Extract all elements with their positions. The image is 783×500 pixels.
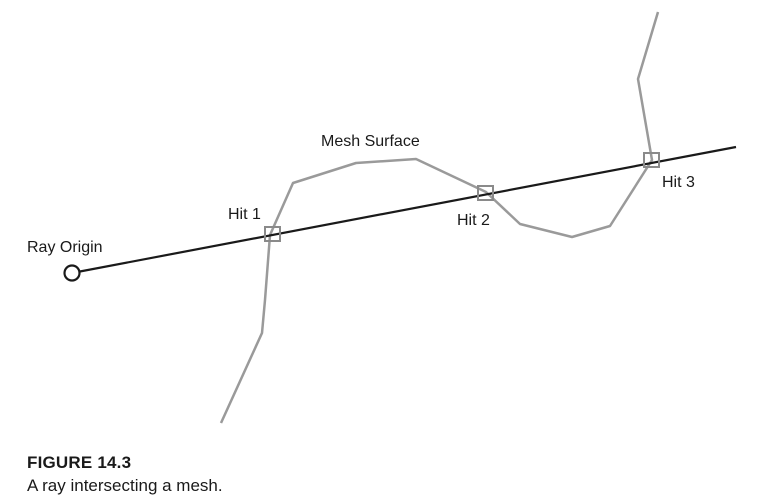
hit-1-label: Hit 1: [228, 206, 261, 223]
hit-2-marker: [477, 185, 494, 201]
hit-3-marker: [643, 152, 660, 168]
ray-origin-marker: [63, 264, 81, 282]
ray-line: [71, 145, 737, 275]
mesh-surface-label: Mesh Surface: [321, 133, 420, 150]
hit-1-marker: [264, 226, 281, 242]
mesh-surface-line: [219, 11, 660, 424]
figure-caption: FIGURE 14.3 A ray intersecting a mesh.: [27, 453, 767, 497]
figure-number: FIGURE 14.3: [27, 453, 132, 472]
hit-3-label: Hit 3: [662, 174, 695, 191]
ray-origin-label: Ray Origin: [27, 239, 103, 256]
hit-2-label: Hit 2: [457, 212, 490, 229]
ray-mesh-diagram: Ray Origin Mesh Surface Hit 1 Hit 2 Hit …: [27, 11, 737, 424]
figure-caption-text: A ray intersecting a mesh.: [27, 476, 223, 495]
